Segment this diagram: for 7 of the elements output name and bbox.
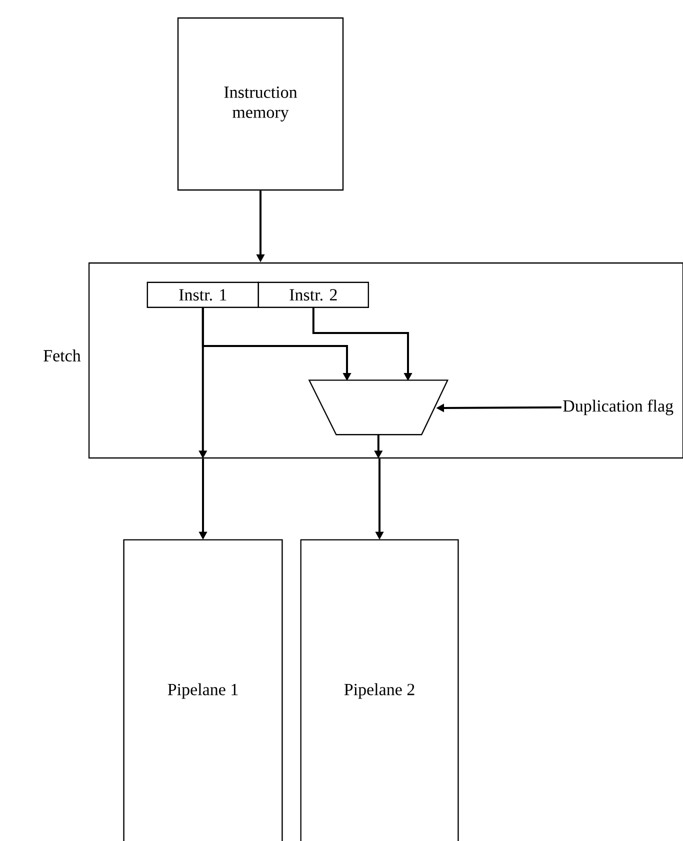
node-label: Fetch <box>44 350 81 362</box>
register-cell: Instr. 2 <box>258 282 369 308</box>
memory-box: Instruction memory <box>177 17 344 191</box>
signal-label: Duplication flag <box>563 400 674 416</box>
register-cell: Instr. 1 <box>146 282 259 308</box>
pipeline-box: Pipelane 1 <box>123 539 283 841</box>
pipeline-box: Pipelane 2 <box>300 539 459 841</box>
